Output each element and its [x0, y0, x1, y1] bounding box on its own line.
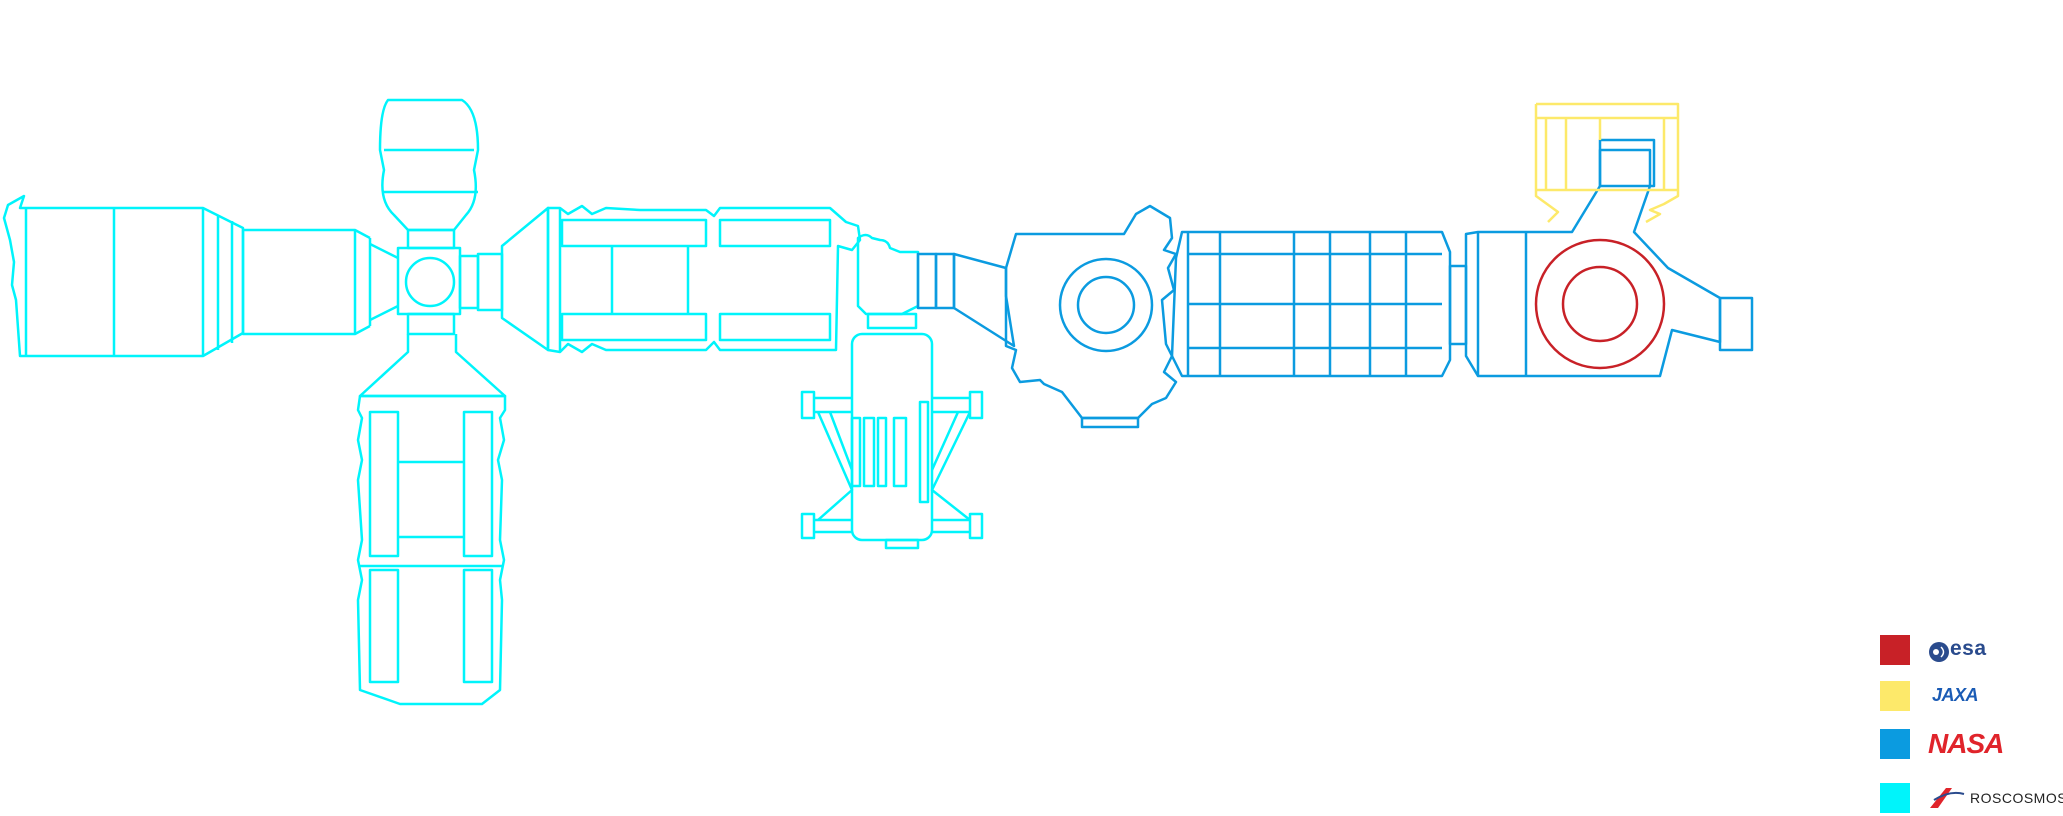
- lower-module: [356, 334, 507, 706]
- legend-item-roscosmos: ROSCOSMOS: [1878, 780, 2063, 813]
- roscosmos-color-swatch: [1880, 783, 1910, 813]
- nasa-end-module: [1464, 138, 1754, 378]
- legend: esa JAXA NASA ROSCOSMOS: [1878, 632, 2063, 813]
- legend-item-esa: esa: [1878, 632, 2063, 665]
- esa-label: esa: [1950, 637, 1987, 660]
- legend-item-nasa: NASA: [1878, 726, 2063, 759]
- middle-module: [500, 204, 862, 354]
- nasa-color-swatch: [1880, 729, 1910, 759]
- docked-vehicle: [800, 233, 984, 550]
- roscosmos-segment: [2, 98, 984, 706]
- legend-item-jaxa: JAXA: [1878, 678, 2063, 711]
- nasa-lab-module: [1170, 230, 1452, 378]
- esa-segment: [1534, 238, 1666, 370]
- jaxa-segment: [1534, 102, 1680, 224]
- nasa-node: [1004, 204, 1178, 429]
- esa-inner-ring: [1561, 265, 1639, 343]
- jaxa-label: JAXA: [1932, 685, 1979, 705]
- nasa-segment: [916, 138, 1754, 429]
- left-end-module: [2, 194, 372, 358]
- esa-color-swatch: [1880, 635, 1910, 665]
- nasa-label: NASA: [1928, 728, 2004, 759]
- roscosmos-label: ROSCOSMOS: [1970, 790, 2063, 806]
- esa-globe-icon: [1929, 642, 1949, 662]
- central-node: [369, 98, 504, 336]
- jaxa-color-swatch: [1880, 681, 1910, 711]
- roscosmos-emblem-icon: [1930, 788, 1965, 808]
- esa-outer-ring: [1534, 238, 1666, 370]
